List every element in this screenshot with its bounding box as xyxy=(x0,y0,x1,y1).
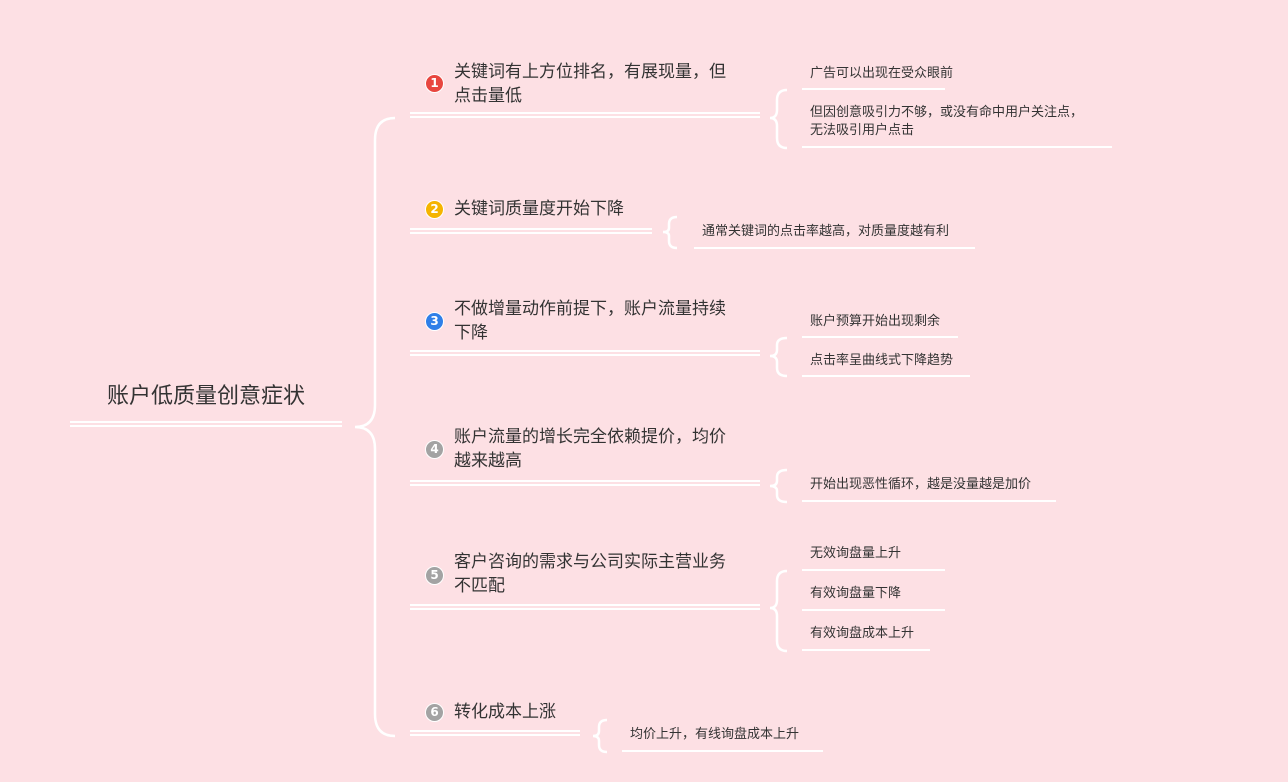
badge-4-icon: 4 xyxy=(425,440,444,459)
leaf-underline xyxy=(802,146,1112,148)
leaf-underline xyxy=(802,336,958,338)
leaf-5-1[interactable]: 无效询盘量上升 xyxy=(810,546,902,561)
leaf-1-2-line1: 但因创意吸引力不够，或没有命中用户关注点， xyxy=(810,105,1084,120)
branch-4-line1: 账户流量的增长完全依赖提价，均价 xyxy=(454,427,726,447)
leaf-underline xyxy=(622,750,823,752)
leaf-3-1[interactable]: 账户预算开始出现剩余 xyxy=(810,314,941,329)
branch-2-underline xyxy=(410,228,652,234)
leaf-5-2[interactable]: 有效询盘量下降 xyxy=(810,586,902,601)
leaf-underline xyxy=(802,375,970,377)
branch-1-line2: 点击量低 xyxy=(454,86,522,106)
badge-5-icon: 5 xyxy=(425,566,444,585)
leaf-underline xyxy=(694,247,975,249)
main-brace xyxy=(354,116,396,738)
branch-1-line1: 关键词有上方位排名，有展现量，但 xyxy=(454,62,726,82)
leaf-underline xyxy=(802,500,1056,502)
leaf-1-1[interactable]: 广告可以出现在受众眼前 xyxy=(810,66,954,81)
leaf-3-2[interactable]: 点击率呈曲线式下降趋势 xyxy=(810,353,954,368)
brace-5 xyxy=(769,569,788,653)
branch-3[interactable]: 不做增量动作前提下，账户流量持续下降 xyxy=(454,297,754,345)
leaf-1-2[interactable]: 但因创意吸引力不够，或没有命中用户关注点， 无法吸引用户点击 xyxy=(810,104,1083,140)
branch-5-line1: 客户咨询的需求与公司实际主营业务 xyxy=(454,552,726,572)
branch-5-line2: 不匹配 xyxy=(454,576,505,596)
badge-1-icon: 1 xyxy=(425,74,444,93)
branch-3-line1: 不做增量动作前提下，账户流量持续 xyxy=(454,299,726,319)
branch-6-underline xyxy=(410,730,580,736)
leaf-4-1[interactable]: 开始出现恶性循环，越是没量越是加价 xyxy=(810,477,1032,492)
badge-6-icon: 6 xyxy=(425,703,444,722)
leaf-6-1[interactable]: 均价上升，有线询盘成本上升 xyxy=(630,727,800,742)
brace-3 xyxy=(769,336,788,378)
leaf-underline xyxy=(802,649,930,651)
branch-4-line2: 越来越高 xyxy=(454,451,522,471)
brace-6 xyxy=(592,718,608,754)
branch-5-underline xyxy=(410,604,760,610)
branch-4[interactable]: 账户流量的增长完全依赖提价，均价越来越高 xyxy=(454,425,754,473)
brace-1 xyxy=(769,88,788,150)
branch-2[interactable]: 关键词质量度开始下降 xyxy=(454,199,624,219)
leaf-1-2-line2: 无法吸引用户点击 xyxy=(810,123,915,138)
branch-3-line2: 下降 xyxy=(454,323,488,343)
branch-3-underline xyxy=(410,350,760,356)
leaf-2-1[interactable]: 通常关键词的点击率越高，对质量度越有利 xyxy=(702,224,950,239)
branch-5[interactable]: 客户咨询的需求与公司实际主营业务不匹配 xyxy=(454,550,754,598)
leaf-underline xyxy=(802,569,945,571)
brace-4 xyxy=(769,468,788,504)
branch-6[interactable]: 转化成本上涨 xyxy=(454,702,556,722)
badge-3-icon: 3 xyxy=(425,312,444,331)
branch-1[interactable]: 关键词有上方位排名，有展现量，但点击量低 xyxy=(454,60,754,108)
branch-1-underline xyxy=(410,112,760,118)
branch-4-underline xyxy=(410,480,760,486)
root-topic[interactable]: 账户低质量创意症状 xyxy=(106,384,305,409)
brace-2 xyxy=(662,215,678,250)
root-underline xyxy=(70,421,342,427)
badge-2-icon: 2 xyxy=(425,200,444,219)
leaf-underline xyxy=(802,88,945,90)
leaf-underline xyxy=(802,609,945,611)
leaf-5-3[interactable]: 有效询盘成本上升 xyxy=(810,626,915,641)
